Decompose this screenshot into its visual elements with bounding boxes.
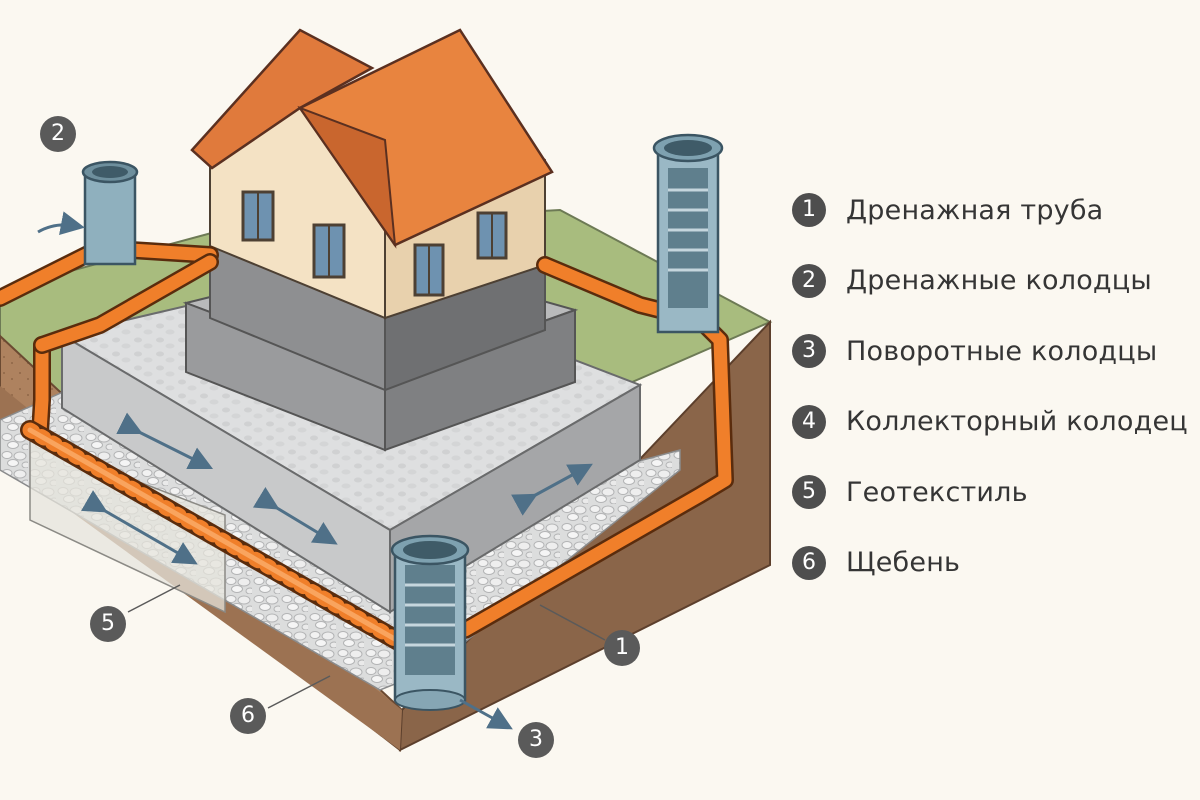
legend-number: 4	[792, 404, 826, 439]
legend-label: Поворотные колодцы	[846, 335, 1158, 367]
legend-number: 1	[792, 193, 826, 227]
legend-item-turning-wells: 3 Поворотные колодцы	[792, 329, 1192, 373]
legend-label: Коллекторный колодец	[846, 406, 1188, 437]
legend-number: 2	[792, 263, 826, 298]
callout-2: 2	[40, 116, 76, 152]
callout-3: 3	[518, 722, 554, 758]
legend-item-drain-pipe: 1 Дренажная труба	[792, 188, 1192, 232]
legend-item-collector-well: 4 Коллекторный колодец	[792, 400, 1192, 444]
well-top-left	[81, 160, 139, 266]
callout-leaders	[127, 584, 606, 709]
callout-6: 6	[230, 698, 266, 734]
legend-item-gravel: 6 Щебень	[792, 541, 1192, 585]
legend-label: Дренажные колодцы	[846, 265, 1152, 296]
legend: 1 Дренажная труба 2 Дренажные колодцы 3 …	[792, 188, 1192, 611]
well-front	[390, 534, 470, 711]
legend-label: Дренажная труба	[846, 194, 1104, 226]
roof-left	[190, 28, 375, 170]
roof-gable	[297, 105, 397, 249]
legend-item-geotextile: 5 Геотекстиль	[792, 470, 1192, 514]
well-right	[652, 133, 724, 334]
drainage-pipe	[0, 239, 734, 652]
callout-1: 1	[604, 630, 640, 666]
legend-label: Геотекстиль	[846, 476, 1028, 508]
legend-item-drain-wells: 2 Дренажные колодцы	[792, 259, 1192, 303]
flow-arrows	[37, 211, 593, 730]
legend-number: 3	[792, 334, 826, 368]
legend-number: 6	[792, 545, 826, 580]
callout-5: 5	[90, 606, 126, 642]
legend-number: 5	[792, 475, 826, 509]
legend-label: Щебень	[846, 547, 961, 578]
